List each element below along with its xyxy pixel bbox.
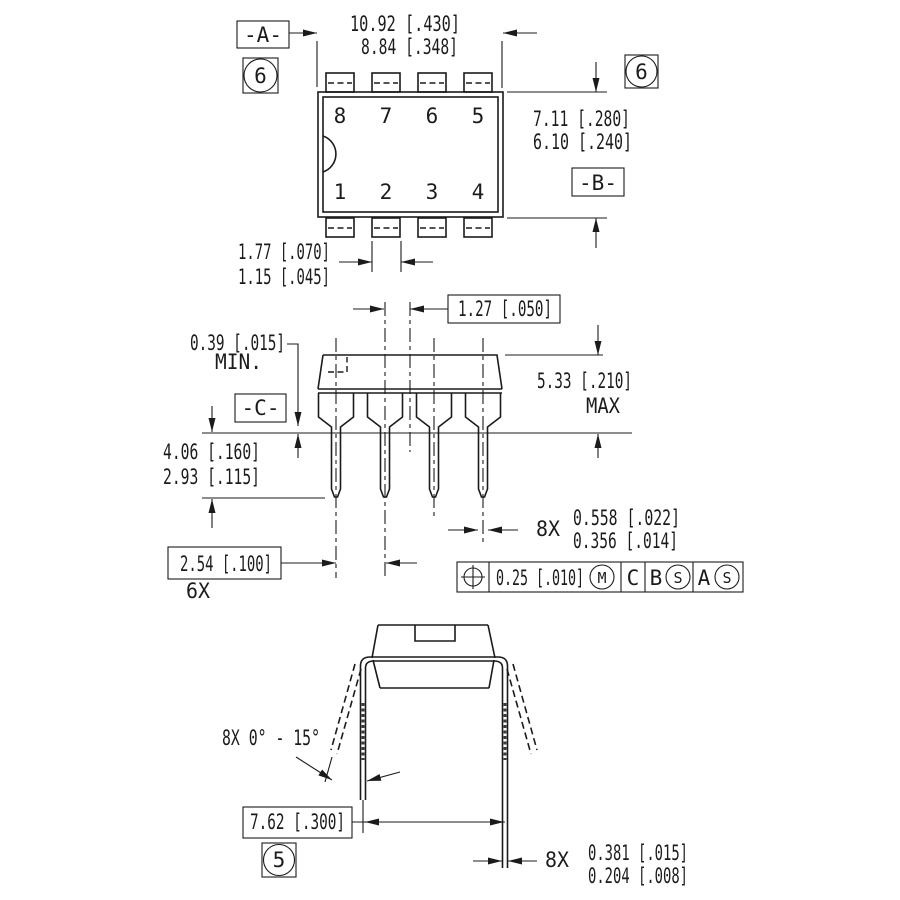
- pin-number: 5: [472, 104, 485, 128]
- pin-number: 7: [380, 104, 393, 128]
- note-flag-number: 6: [254, 64, 267, 88]
- lead-centerlines: [335, 302, 484, 578]
- package-body-top-outline: [317, 91, 504, 218]
- end-view: 8X 0° - 15° 7.62 [.300] 5 8X 0.381 [.015…: [222, 624, 688, 888]
- side-leads: [317, 393, 502, 498]
- pin-numbers: 8 7 6 5 1 2 3 4: [334, 104, 485, 204]
- dim-lead-width-max: 1.77 [.070]: [238, 240, 330, 264]
- dim-pitch-value: 2.54 [.100]: [180, 552, 272, 576]
- dim-center-offset: 1.27 [.050]: [353, 294, 561, 324]
- fcf-datum-3-modifier: S: [722, 569, 731, 587]
- dim-lead-length-min: 2.93 [.115]: [163, 465, 260, 489]
- pin-number: 6: [426, 104, 439, 128]
- dim-lead-thickness-max: 0.558 [.022]: [573, 506, 680, 530]
- hidden-notch-line: [328, 357, 348, 373]
- dim-lead-width-min: 0.204 [.008]: [588, 864, 688, 888]
- rfs-modifier-circle: [714, 564, 740, 590]
- dim-seated-height-qualifier: MAX: [586, 394, 620, 418]
- dim-seated-height: 5.33 [.210] MAX: [505, 325, 632, 458]
- datum-c-label: -C-: [242, 396, 280, 420]
- dim-center-offset-value: 1.27 [.050]: [458, 297, 552, 321]
- dim-body-length-max: 10.92 [.430]: [350, 12, 460, 36]
- side-view: 1.27 [.050] 0.39 [.015] MIN. -C- 5.33 [.…: [163, 294, 744, 603]
- true-position-icon: [461, 565, 485, 589]
- dim-lead-length-max: 4.06 [.160]: [163, 440, 260, 464]
- fcf-modifier: M: [597, 569, 606, 587]
- note-flag-number: 5: [273, 848, 286, 872]
- note-flag-6-left: 6: [242, 57, 279, 94]
- end-leads-straight: [359, 656, 509, 868]
- dim-body-width-max: 7.11 [.280]: [533, 107, 630, 131]
- dim-body-width-min: 6.10 [.240]: [533, 130, 632, 154]
- dim-pitch-count: 6X: [186, 579, 210, 603]
- pin-number: 3: [426, 180, 439, 204]
- dim-standoff: 0.39 [.015] MIN.: [190, 331, 302, 458]
- fcf-datum-2: B: [650, 566, 663, 590]
- dim-lead-angle: 8X 0° - 15°: [222, 726, 401, 782]
- note-flag-6-right: 6: [624, 54, 659, 89]
- rfs-modifier-circle: [665, 564, 691, 590]
- dim-body-width: 7.11 [.280] 6.10 [.240]: [507, 62, 632, 248]
- dim-standoff-value: 0.39 [.015]: [190, 331, 285, 355]
- dim-body-length: 10.92 [.430] 8.84 [.348]: [289, 12, 537, 88]
- dim-row-spacing: 7.62 [.300]: [242, 800, 505, 839]
- dim-lead-width-count: 8X: [545, 848, 569, 872]
- fcf-tolerance: 0.25 [.010]: [496, 566, 584, 590]
- dim-lead-width-end: 8X 0.381 [.015] 0.204 [.008]: [473, 841, 688, 888]
- package-body-end-outline: [371, 624, 496, 689]
- top-view: 8 7 6 5 1 2 3 4 10.92 [.430] 8.84 [.348]…: [236, 12, 659, 289]
- dim-lead-width-max: 0.381 [.015]: [588, 841, 688, 865]
- pin-number: 4: [472, 180, 485, 204]
- datum-b-flag: -B-: [571, 167, 625, 197]
- dim-lead-thickness-min: 0.356 [.014]: [573, 529, 678, 553]
- datum-c-flag: -C-: [234, 393, 287, 423]
- pin-number: 1: [334, 180, 347, 204]
- dim-lead-length: 4.06 [.160] 2.93 [.115]: [163, 406, 260, 528]
- fcf-datum-1: C: [627, 566, 640, 590]
- top-leads-row: [325, 72, 493, 93]
- bottom-leads-row: [325, 217, 493, 238]
- dim-row-spacing-value: 7.62 [.300]: [250, 810, 345, 834]
- package-body-side-outline: [317, 354, 503, 394]
- dim-standoff-qualifier: MIN.: [215, 350, 262, 374]
- end-leads-splayed: [324, 663, 538, 783]
- material-modifier-circle: [589, 564, 615, 590]
- fcf-datum-3: A: [698, 566, 711, 590]
- dim-lead-width-min: 1.15 [.045]: [238, 265, 330, 289]
- pin-number: 2: [380, 180, 393, 204]
- dim-lead-angle-value: 8X 0° - 15°: [222, 726, 320, 750]
- dim-lead-thickness: 8X 0.558 [.022] 0.356 [.014]: [448, 506, 680, 553]
- feature-control-frame: 0.25 [.010] M C B S A S: [456, 561, 744, 593]
- pin1-notch: [322, 135, 337, 173]
- dim-body-length-min: 8.84 [.348]: [361, 35, 458, 59]
- note-flag-5: 5: [261, 842, 297, 878]
- dim-lead-thickness-count: 8X: [536, 517, 560, 541]
- dim-pitch: 2.54 [.100] 6X: [167, 546, 417, 603]
- dim-lead-width-top: 1.77 [.070] 1.15 [.045]: [238, 240, 433, 289]
- datum-a-label: -A-: [244, 23, 282, 47]
- fcf-datum-2-modifier: S: [673, 569, 682, 587]
- note-flag-number: 6: [635, 60, 648, 84]
- right-lead: [501, 672, 509, 868]
- dim-seated-height-value: 5.33 [.210]: [537, 369, 632, 393]
- datum-b-label: -B-: [579, 171, 617, 195]
- pin-number: 8: [334, 104, 347, 128]
- left-lead: [359, 672, 367, 800]
- datum-a-flag: -A-: [236, 20, 290, 49]
